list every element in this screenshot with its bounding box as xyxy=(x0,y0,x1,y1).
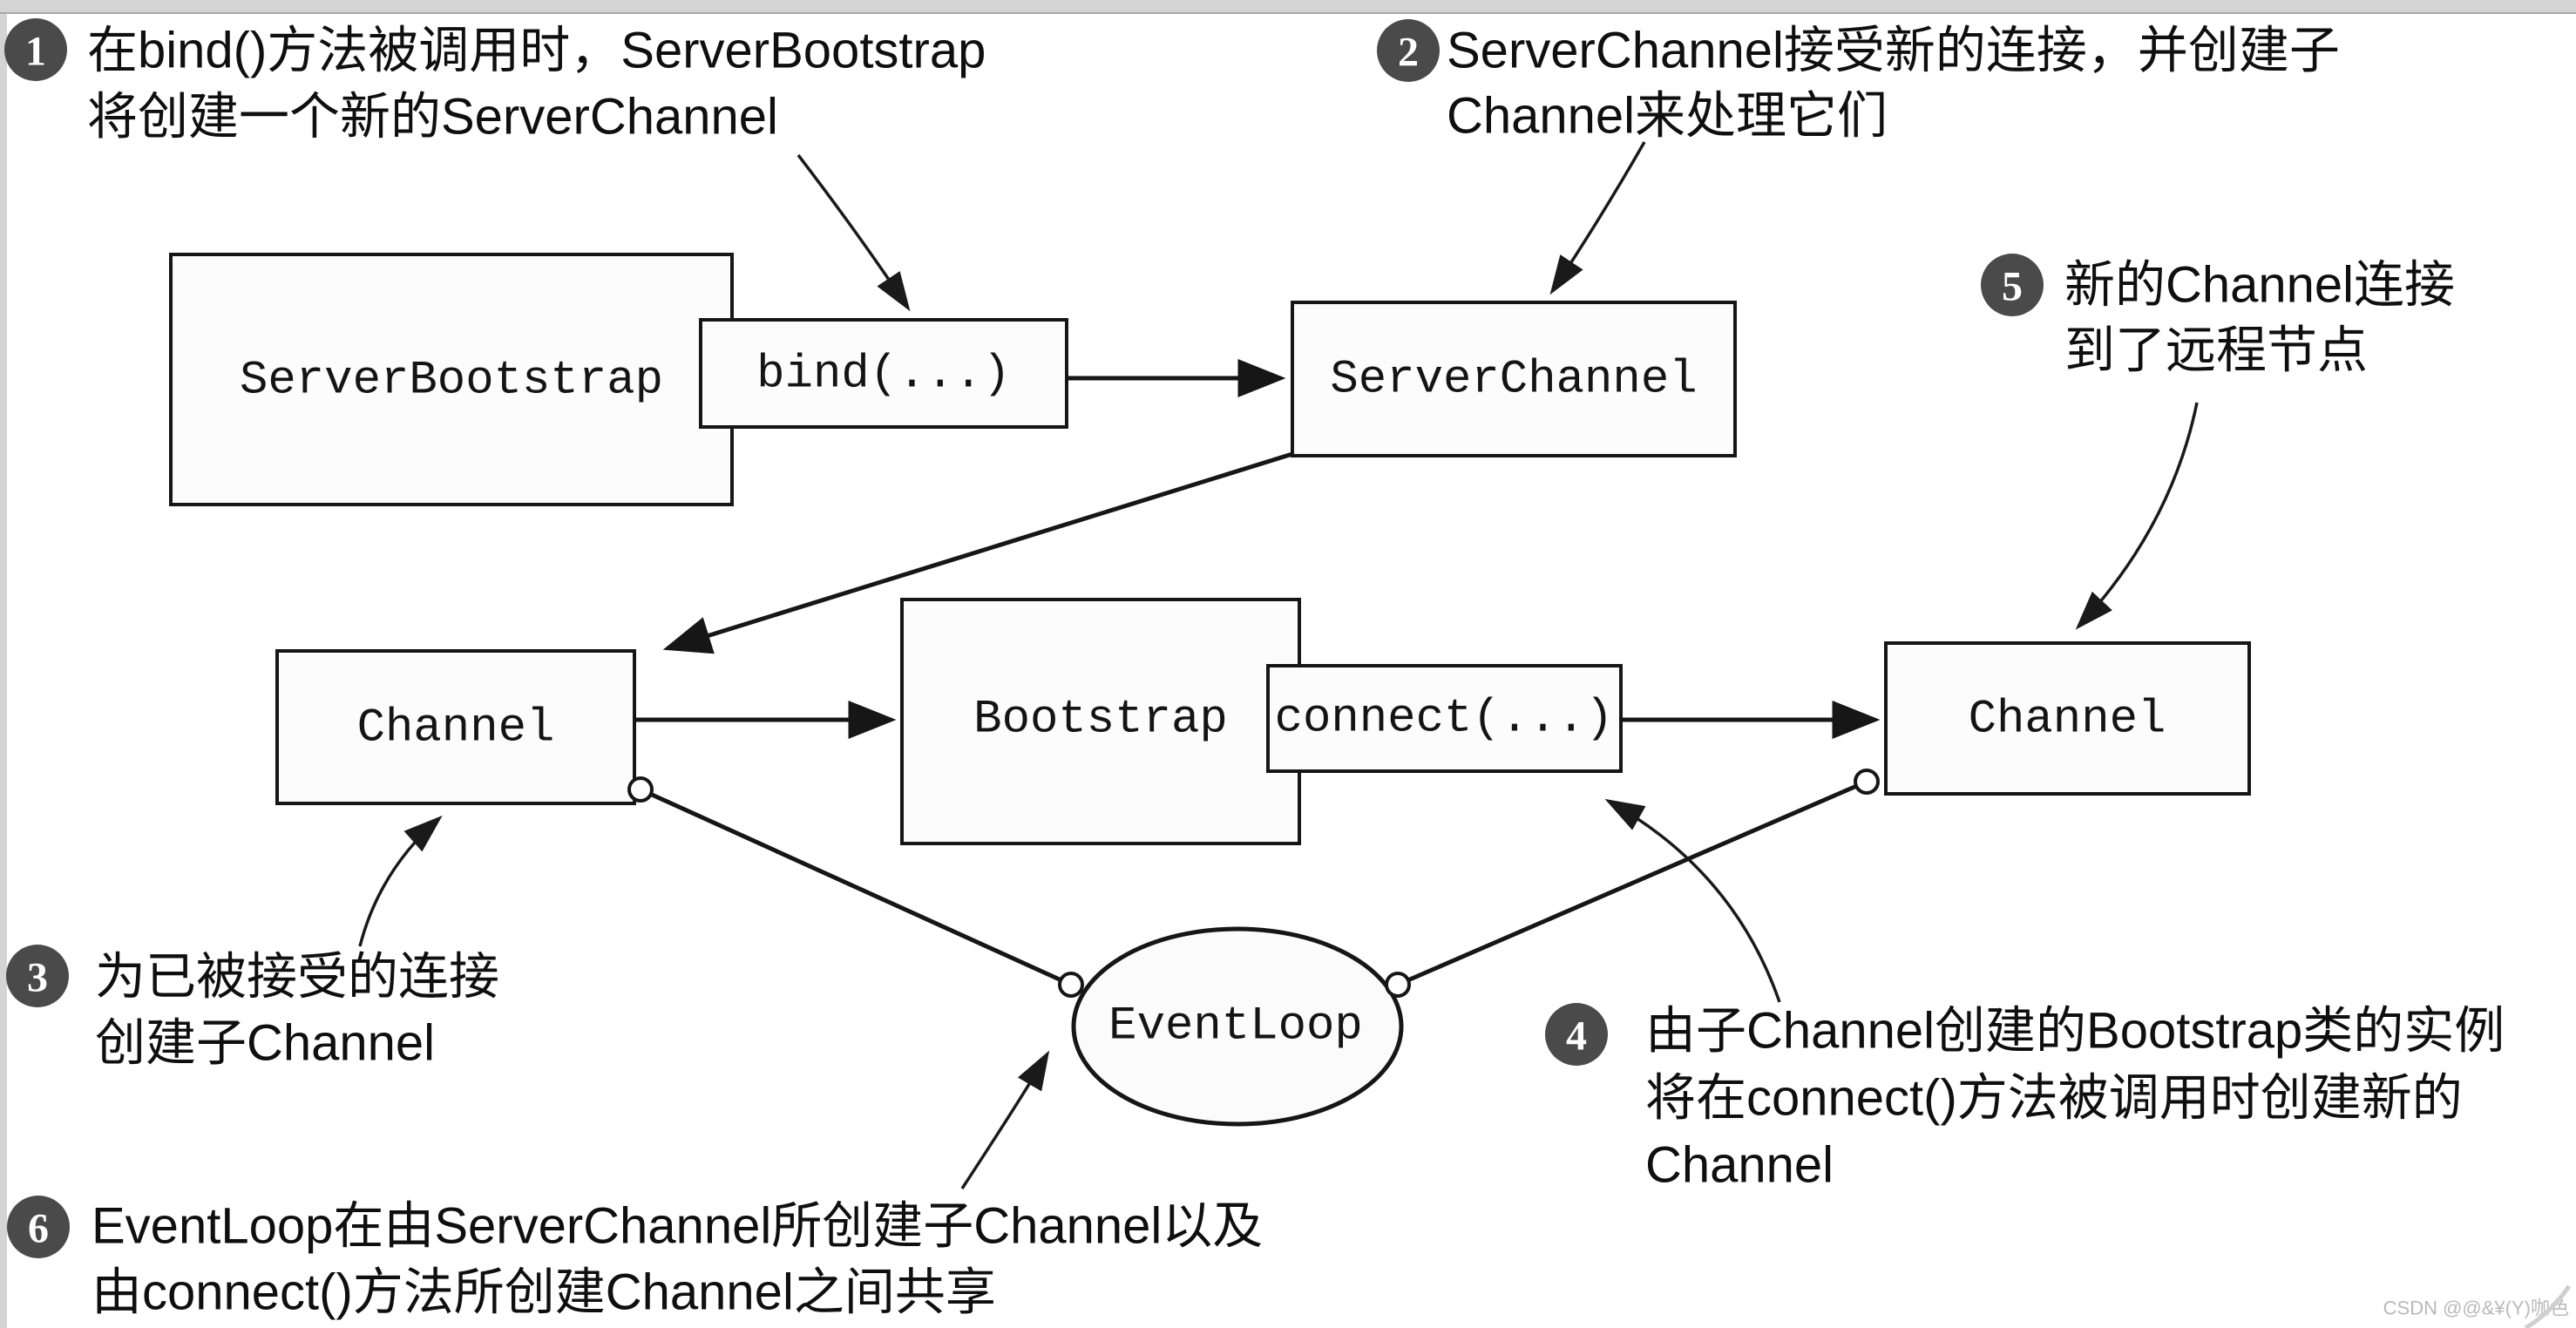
port-eventloop-left xyxy=(1058,972,1084,998)
annotation-5: 新的Channel连接 到了远程节点 xyxy=(2064,257,2455,379)
bootstrap-label: Bootstrap xyxy=(973,694,1228,747)
channel-left-box xyxy=(275,649,636,805)
event-loop-label: EventLoop xyxy=(1108,1000,1363,1054)
node-connect: connect(...) xyxy=(1266,664,1623,773)
node-event-loop: EventLoop xyxy=(1071,926,1404,1127)
left-gray-bar xyxy=(0,14,7,1328)
top-gray-bar xyxy=(0,0,2576,12)
top-gray-bar-edge xyxy=(0,12,2576,14)
badge-1-number: 1 xyxy=(25,29,46,75)
badge-4: 4 xyxy=(1545,1003,1608,1066)
annotation-6-line-1: EventLoop在由ServerChannel所创建子Channel以及 xyxy=(92,1198,1263,1255)
link-channel-right-to-eventloop xyxy=(1397,779,1868,987)
pointer-note4-to-connect xyxy=(1604,798,1781,1003)
watermark-text: CSDN @@&¥(Y)咖色 xyxy=(2383,1298,2569,1319)
annotation-2: ServerChannel接受新的连接，并创建子 Channel来处理它们 xyxy=(1447,23,2340,145)
badges: 1 2 3 4 5 6 xyxy=(4,18,2044,1258)
port-channel-left xyxy=(627,776,654,803)
node-channel-left: Channel xyxy=(275,649,636,805)
badge-4-circle xyxy=(1545,1003,1608,1066)
annotation-4-line-1: 由子Channel创建的Bootstrap类的实例 xyxy=(1645,1003,2505,1060)
annotation-4-line-2: 将在connect()方法被调用时创建新的 xyxy=(1645,1070,2463,1127)
badge-1-circle xyxy=(4,18,67,81)
annotation-3-line-2: 创建子Channel xyxy=(95,1015,435,1072)
server-channel-box xyxy=(1291,301,1737,457)
pointer-note1-to-bind xyxy=(797,153,911,312)
pointer-note5-to-channel-right xyxy=(2075,402,2199,630)
badge-4-number: 4 xyxy=(1566,1013,1587,1060)
server-channel-label: ServerChannel xyxy=(1330,354,1697,407)
badge-5: 5 xyxy=(1981,254,2044,316)
annotation-5-line-2: 到了远程节点 xyxy=(2064,322,2368,379)
pointer-note3-to-channel xyxy=(358,815,443,947)
bind-label: bind(...) xyxy=(756,349,1011,402)
annotation-pointers xyxy=(358,141,2199,1189)
server-bootstrap-box xyxy=(169,253,734,506)
bootstrap-box xyxy=(900,598,1301,845)
annotation-6: EventLoop在由ServerChannel所创建子Channel以及 由c… xyxy=(92,1198,1263,1321)
ports xyxy=(627,769,1880,998)
badge-2: 2 xyxy=(1377,19,1440,82)
connectors xyxy=(634,359,1881,987)
connect-box xyxy=(1266,664,1623,773)
annotation-4: 由子Channel创建的Bootstrap类的实例 将在connect()方法被… xyxy=(1645,1003,2505,1194)
annotation-texts: 在bind()方法被调用时，ServerBootstrap 将创建一个新的Ser… xyxy=(87,23,2505,1321)
badge-3-number: 3 xyxy=(27,955,48,1001)
badge-3-circle xyxy=(6,945,69,1007)
node-bind: bind(...) xyxy=(699,318,1068,429)
annotation-5-line-1: 新的Channel连接 xyxy=(2064,257,2455,314)
badge-5-number: 5 xyxy=(2002,264,2023,310)
badge-6-number: 6 xyxy=(28,1206,49,1252)
annotation-1: 在bind()方法被调用时，ServerBootstrap 将创建一个新的Ser… xyxy=(87,23,986,146)
badge-1: 1 xyxy=(4,18,67,81)
badge-2-number: 2 xyxy=(1398,30,1419,76)
link-channel-to-eventloop xyxy=(639,787,1073,987)
annotation-3: 为已被接受的连接 创建子Channel xyxy=(95,949,499,1072)
annotation-1-line-1: 在bind()方法被调用时，ServerBootstrap xyxy=(87,23,986,79)
event-loop-ellipse xyxy=(1071,926,1404,1127)
badge-5-circle xyxy=(1981,254,2044,316)
bind-box xyxy=(699,318,1068,429)
annotation-1-line-2: 将创建一个新的ServerChannel xyxy=(87,89,778,146)
badge-3: 3 xyxy=(6,945,69,1007)
node-bootstrap: Bootstrap xyxy=(900,598,1301,845)
channel-left-label: Channel xyxy=(357,702,555,755)
channel-right-label: Channel xyxy=(1969,694,2166,747)
server-bootstrap-label: ServerBootstrap xyxy=(240,355,663,408)
pointer-note2-to-serverchannel xyxy=(1549,141,1646,295)
channel-right-box xyxy=(1884,641,2251,796)
annotation-3-line-1: 为已被接受的连接 xyxy=(95,949,499,1006)
port-eventloop-right xyxy=(1385,972,1411,998)
node-server-channel: ServerChannel xyxy=(1291,301,1737,457)
annotation-6-line-2: 由connect()方法所创建Channel之间共享 xyxy=(92,1264,996,1321)
annotation-2-line-1: ServerChannel接受新的连接，并创建子 xyxy=(1447,23,2340,79)
annotation-4-line-3: Channel xyxy=(1645,1137,1834,1194)
node-server-bootstrap: ServerBootstrap xyxy=(169,253,734,506)
arrow-serverchannel-to-channel xyxy=(662,451,1293,654)
pointer-note6-to-eventloop xyxy=(960,1050,1050,1189)
badge-2-circle xyxy=(1377,19,1440,82)
badge-6-circle xyxy=(7,1196,70,1258)
watermark-swoosh xyxy=(2524,1284,2572,1328)
port-channel-right xyxy=(1854,769,1880,795)
connect-label: connect(...) xyxy=(1275,693,1614,746)
watermark: CSDN @@&¥(Y)咖色 xyxy=(2383,1284,2572,1328)
badge-6: 6 xyxy=(7,1196,70,1258)
annotation-2-line-2: Channel来处理它们 xyxy=(1447,88,1888,145)
node-channel-right: Channel xyxy=(1884,641,2251,796)
